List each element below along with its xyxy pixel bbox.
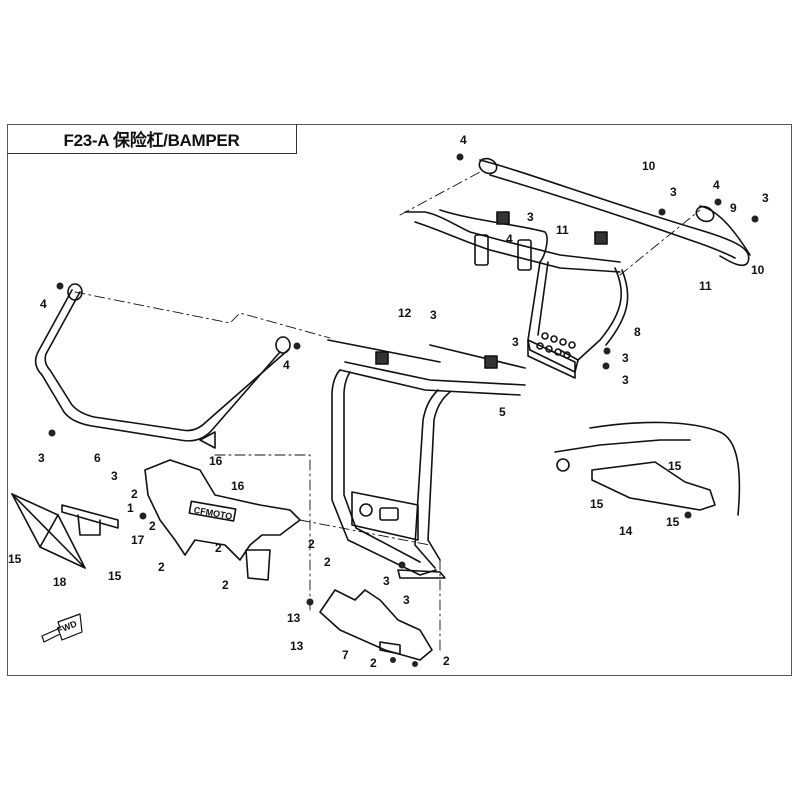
callout-11: 11 [699, 279, 712, 293]
forward-arrow-icon [41, 613, 83, 643]
rear-guard-plate [554, 421, 741, 516]
upper-guard-bar [34, 283, 291, 449]
plate-bracket [61, 504, 119, 536]
callout-10: 10 [642, 159, 656, 173]
callout-4: 4 [283, 358, 290, 372]
callout-15: 15 [668, 459, 682, 473]
callout-5: 5 [499, 405, 506, 419]
callout-2: 2 [215, 541, 222, 555]
front-bumper-frame [327, 339, 526, 579]
callout-4: 4 [506, 232, 513, 246]
callout-14: 14 [619, 524, 633, 538]
callout-3: 3 [762, 191, 769, 205]
callout-2: 2 [149, 519, 156, 533]
callout-12: 12 [398, 306, 412, 320]
callout-4: 4 [713, 178, 720, 192]
drawing-frame [7, 124, 792, 676]
callout-3: 3 [111, 469, 118, 483]
callout-2: 2 [324, 555, 331, 569]
callout-15: 15 [666, 515, 680, 529]
callout-15: 15 [590, 497, 604, 511]
fasteners [48, 153, 759, 667]
callout-13: 13 [290, 639, 304, 653]
callout-3: 3 [622, 373, 629, 387]
callout-7: 7 [342, 648, 349, 662]
callout-4: 4 [460, 133, 467, 147]
callout-3: 3 [38, 451, 45, 465]
callout-2: 2 [308, 537, 315, 551]
callout-2: 2 [131, 487, 138, 501]
rear-mount-frame [404, 209, 629, 379]
callout-13: 13 [287, 611, 301, 625]
callout-18: 18 [53, 575, 67, 589]
callout-1: 1 [127, 501, 134, 515]
callout-3: 3 [527, 210, 534, 224]
callout-3: 3 [622, 351, 629, 365]
callout-16: 16 [209, 454, 223, 468]
assembly-lines [74, 171, 701, 651]
diagram-title: F23-A 保险杠/BAMPER [63, 131, 240, 150]
callout-15: 15 [108, 569, 122, 583]
callout-9: 9 [730, 201, 737, 215]
title-block: F23-A 保险杠/BAMPER [7, 124, 297, 154]
front-bumper-cover [144, 459, 301, 581]
callout-16: 16 [231, 479, 245, 493]
callout-2: 2 [370, 656, 377, 670]
callout-3: 3 [670, 185, 677, 199]
callout-4: 4 [40, 297, 47, 311]
callout-3: 3 [383, 574, 390, 588]
license-plate [11, 493, 86, 569]
callout-2: 2 [443, 654, 450, 668]
callout-11: 11 [556, 223, 569, 237]
callout-2: 2 [158, 560, 165, 574]
skid-plate [319, 589, 433, 661]
callout-8: 8 [634, 325, 641, 339]
callout-3: 3 [430, 308, 437, 322]
callout-15: 15 [8, 552, 22, 566]
callout-6: 6 [94, 451, 101, 465]
callout-3: 3 [403, 593, 410, 607]
callout-2: 2 [222, 578, 229, 592]
callout-3: 3 [512, 335, 519, 349]
callout-17: 17 [131, 533, 145, 547]
callout-10: 10 [751, 263, 765, 277]
rear-upper-bar [478, 157, 751, 267]
